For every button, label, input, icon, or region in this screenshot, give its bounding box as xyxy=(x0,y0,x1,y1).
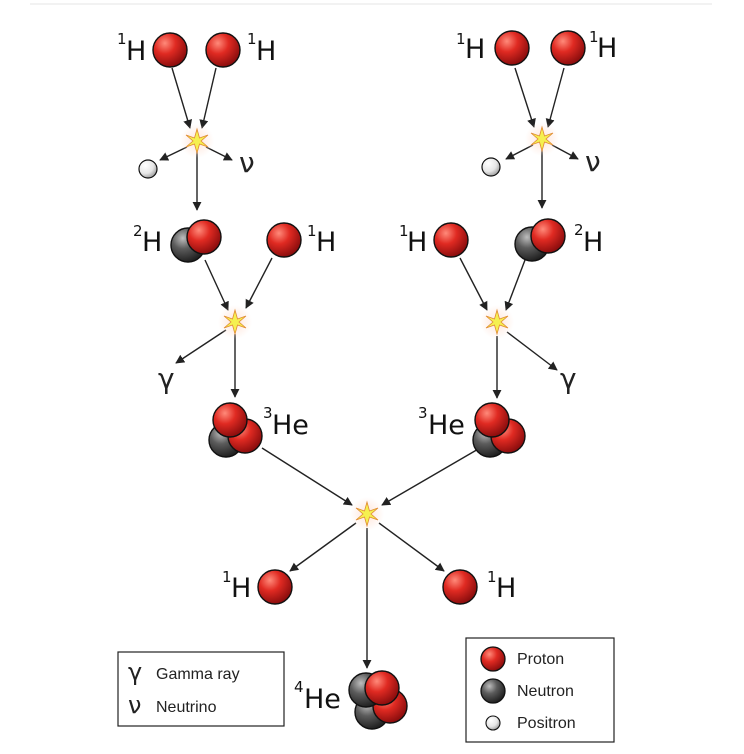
mass-number: 1 xyxy=(247,30,257,48)
element-symbol: He xyxy=(428,410,465,441)
neutrino-symbol: ν xyxy=(585,145,601,178)
mass-number: 2 xyxy=(133,222,143,240)
element-symbol: H xyxy=(142,227,162,258)
arrow xyxy=(199,67,217,129)
legend-neutrino-symbol: ν xyxy=(128,691,141,719)
deuterium-nucleus xyxy=(170,219,222,263)
fusion-flash xyxy=(525,122,559,156)
mass-number: 1 xyxy=(307,222,317,240)
element-symbol: H xyxy=(256,36,276,67)
arrow xyxy=(506,331,558,371)
legend-neutron-label: Neutron xyxy=(517,683,574,700)
positron-particle xyxy=(481,157,501,177)
arrow xyxy=(289,522,357,572)
legend-positron-swatch xyxy=(485,715,501,731)
fusion-flash xyxy=(218,305,252,339)
gamma-symbol: γ xyxy=(158,362,175,395)
positron-particle xyxy=(138,159,158,179)
legend-gamma-symbol: γ xyxy=(128,658,142,686)
proton-particle xyxy=(494,30,530,66)
neutrino-symbol: ν xyxy=(239,146,255,179)
mass-number: 1 xyxy=(399,222,409,240)
element-symbol: H xyxy=(583,227,603,258)
fusion-flash xyxy=(480,305,514,339)
legend-neutron-swatch xyxy=(480,678,506,704)
legend-proton-label: Proton xyxy=(517,651,564,668)
legend-particles: Proton Neutron Positron xyxy=(465,637,615,743)
proton-particle xyxy=(442,569,478,605)
arrow xyxy=(381,447,481,506)
proton-particle xyxy=(257,569,293,605)
proton-particle xyxy=(205,32,241,68)
mass-number: 1 xyxy=(117,30,127,48)
element-symbol: H xyxy=(316,227,336,258)
arrow xyxy=(261,447,353,506)
mass-number: 1 xyxy=(456,30,466,48)
arrows xyxy=(159,67,579,669)
fusion-flash xyxy=(350,497,384,531)
mass-number: 4 xyxy=(294,678,304,696)
element-symbol: H xyxy=(465,34,485,65)
legend-symbols: γ Gamma ray ν Neutrino xyxy=(117,651,285,727)
element-symbol: H xyxy=(126,36,146,67)
arrow xyxy=(545,67,565,128)
mass-number: 2 xyxy=(574,221,584,239)
arrow xyxy=(378,522,445,572)
helium4-nucleus xyxy=(348,670,408,730)
mass-number: 1 xyxy=(222,568,232,586)
arrow xyxy=(175,329,227,364)
proton-particle xyxy=(152,32,188,68)
gamma-symbol: γ xyxy=(560,362,577,395)
proton-particle xyxy=(266,222,302,258)
element-symbol: He xyxy=(272,410,309,441)
proton-particle xyxy=(550,30,586,66)
element-symbol: H xyxy=(597,33,617,64)
legend-positron-label: Positron xyxy=(517,715,576,732)
arrow xyxy=(504,259,526,311)
legend-gamma-label: Gamma ray xyxy=(156,666,240,683)
helium3-nucleus xyxy=(208,402,263,458)
mass-number: 1 xyxy=(589,28,599,46)
deuterium-nucleus xyxy=(514,218,566,262)
arrow xyxy=(514,67,536,128)
arrow xyxy=(171,67,192,129)
element-symbol: He xyxy=(304,684,341,715)
element-symbol: H xyxy=(231,573,251,604)
arrow xyxy=(459,257,488,311)
legend-neutrino-label: Neutrino xyxy=(156,699,217,716)
mass-number: 1 xyxy=(487,568,497,586)
helium3-nucleus xyxy=(472,402,526,458)
element-symbol: H xyxy=(496,573,516,604)
arrow xyxy=(204,259,229,311)
arrow xyxy=(245,257,273,309)
fusion-flash xyxy=(180,124,214,158)
mass-number: 3 xyxy=(418,404,428,422)
legend-proton-swatch xyxy=(480,646,506,672)
proton-particle xyxy=(433,222,469,258)
element-symbol: H xyxy=(407,227,427,258)
mass-number: 3 xyxy=(263,404,273,422)
